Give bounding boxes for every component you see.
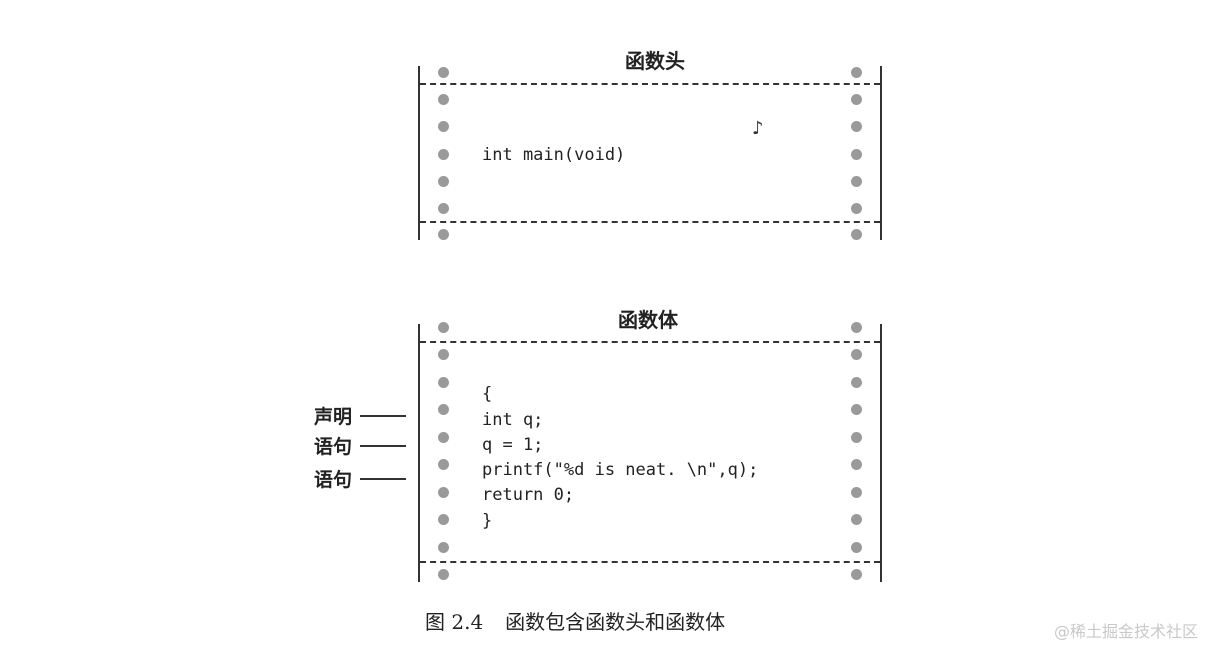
annotation-statement: 语句 bbox=[314, 469, 353, 491]
body-code-line: q = 1; bbox=[482, 435, 544, 455]
perforation-hole bbox=[438, 487, 449, 498]
body-code-line: } bbox=[482, 511, 493, 531]
annotation-declaration: 声明 bbox=[314, 406, 353, 428]
perforation-hole bbox=[851, 67, 862, 78]
perforation-hole bbox=[851, 121, 862, 132]
annotation-leader-line bbox=[360, 415, 406, 417]
body-code-line: return 0; bbox=[482, 485, 575, 505]
perforation-hole bbox=[851, 229, 862, 240]
body-code-line: int q; bbox=[482, 410, 544, 430]
perforation-hole bbox=[438, 569, 449, 580]
body-panel bbox=[418, 322, 882, 582]
perforation-hole bbox=[438, 404, 449, 415]
body-panel-right-edge bbox=[880, 324, 882, 582]
perforation-hole bbox=[438, 322, 449, 333]
perforation-hole bbox=[438, 229, 449, 240]
perforation-hole bbox=[438, 514, 449, 525]
perforation-hole bbox=[851, 542, 862, 553]
annotation-leader-line bbox=[360, 478, 406, 480]
perforation-hole bbox=[851, 432, 862, 443]
perforation-hole bbox=[851, 404, 862, 415]
perforation-hole bbox=[851, 203, 862, 214]
figure-caption-text: 函数包含函数头和函数体 bbox=[505, 610, 726, 634]
body-panel-bottom-dash bbox=[420, 561, 880, 563]
perforation-hole bbox=[851, 569, 862, 580]
perforation-hole bbox=[438, 149, 449, 160]
perforation-hole bbox=[438, 121, 449, 132]
perforation-hole bbox=[438, 67, 449, 78]
perforation-hole bbox=[851, 514, 862, 525]
header-panel-right-edge bbox=[880, 66, 882, 240]
body-panel-top-dash bbox=[420, 341, 880, 343]
watermark: @稀土掘金技术社区 bbox=[1053, 622, 1198, 641]
header-code-line: int main(void) bbox=[482, 145, 626, 165]
figure-caption-number: 图 2.4 bbox=[425, 610, 484, 634]
header-panel-top-dash bbox=[420, 83, 880, 85]
perforation-hole bbox=[438, 459, 449, 470]
body-code-line: { bbox=[482, 384, 493, 404]
body-code-line: printf("%d is neat. \n",q); bbox=[482, 460, 759, 480]
pen-scribble-mark: ♪ bbox=[752, 118, 764, 139]
perforation-hole bbox=[438, 94, 449, 105]
perforation-hole bbox=[438, 176, 449, 187]
perforation-hole bbox=[851, 459, 862, 470]
annotation-leader-line bbox=[360, 445, 406, 447]
body-panel-left-edge bbox=[418, 324, 420, 582]
annotation-statement: 语句 bbox=[314, 436, 353, 458]
header-panel-bottom-dash bbox=[420, 221, 880, 223]
perforation-hole bbox=[438, 349, 449, 360]
perforation-hole bbox=[851, 487, 862, 498]
perforation-hole bbox=[851, 149, 862, 160]
body-panel-title: 函数体 bbox=[618, 308, 678, 332]
perforation-hole bbox=[438, 377, 449, 388]
perforation-hole bbox=[438, 203, 449, 214]
perforation-hole bbox=[438, 432, 449, 443]
perforation-hole bbox=[851, 349, 862, 360]
perforation-hole bbox=[851, 176, 862, 187]
header-panel-title: 函数头 bbox=[625, 49, 685, 73]
figure-caption: 图 2.4 函数包含函数头和函数体 bbox=[425, 606, 725, 635]
perforation-hole bbox=[438, 542, 449, 553]
header-panel-left-edge bbox=[418, 66, 420, 240]
perforation-hole bbox=[851, 94, 862, 105]
perforation-hole bbox=[851, 377, 862, 388]
header-panel bbox=[418, 66, 882, 240]
perforation-hole bbox=[851, 322, 862, 333]
